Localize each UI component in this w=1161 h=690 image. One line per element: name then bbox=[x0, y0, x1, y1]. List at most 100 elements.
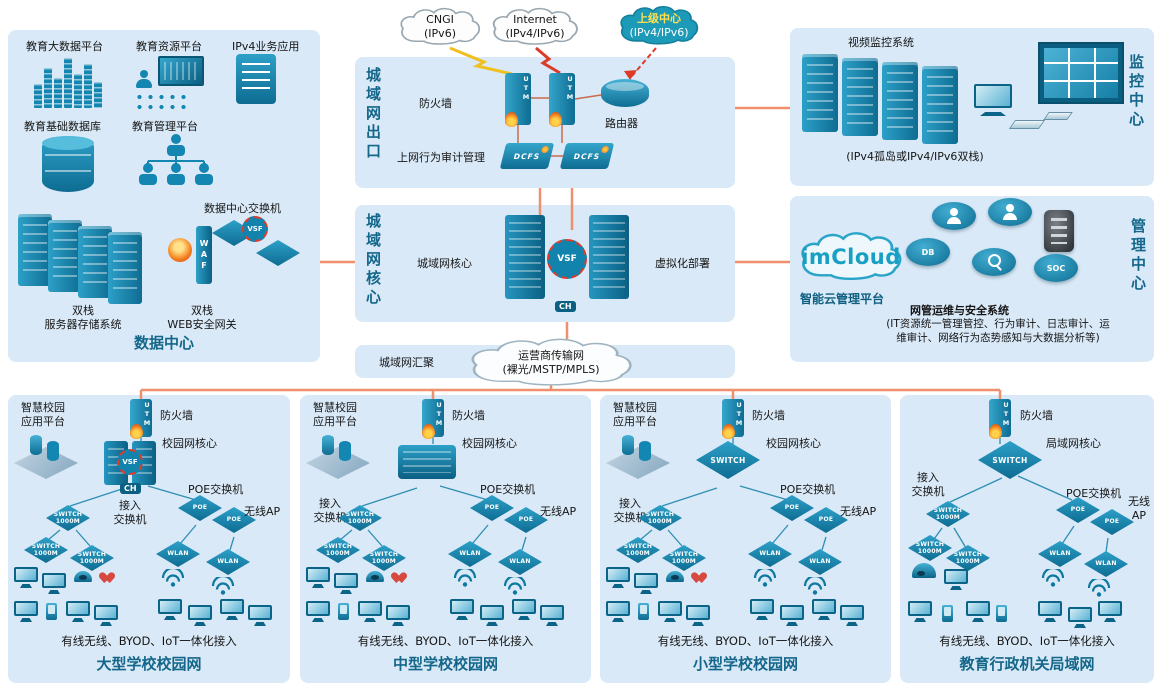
server-icon bbox=[78, 226, 112, 298]
access-switch-label: 接入交换机 bbox=[613, 497, 647, 524]
poe-text: POE bbox=[818, 516, 834, 524]
keyboard-icon bbox=[1043, 112, 1073, 120]
monitoring-panel: 视频监控系统 (IPv4孤岛或IPv4/IPv6双栈) 监控中心 bbox=[790, 28, 1154, 186]
app-platform-icon bbox=[14, 431, 78, 481]
poe-text: POE bbox=[1104, 518, 1120, 526]
campus-core-label: 校园网核心 bbox=[162, 437, 217, 450]
presentation-screen-icon bbox=[158, 56, 204, 86]
core-switch-icon bbox=[589, 215, 629, 299]
phone-icon bbox=[338, 603, 349, 620]
computer-icon bbox=[386, 605, 410, 626]
computer-icon bbox=[944, 569, 968, 590]
utm-label: UTM bbox=[435, 401, 443, 428]
computer-icon bbox=[634, 573, 658, 594]
utm-label: UTM bbox=[566, 75, 574, 102]
server-icon bbox=[18, 214, 52, 286]
poe-text: POE bbox=[1070, 506, 1086, 514]
upper-center-cloud: 上级中心(IPv4/IPv6) bbox=[616, 4, 702, 48]
lan-core-label: 局域网核心 bbox=[1046, 437, 1101, 450]
poe-text: POE bbox=[226, 516, 242, 524]
upper-line2: (IPv4/IPv6) bbox=[629, 26, 689, 39]
heart-icon bbox=[692, 571, 706, 583]
monitor-icon bbox=[974, 84, 1012, 116]
cngi-cloud: CNGI(IPv6) bbox=[396, 6, 484, 48]
imcloud-icon: imCloud bbox=[796, 230, 906, 284]
switch-text: SWITCH bbox=[710, 455, 746, 465]
computer-icon bbox=[966, 601, 990, 622]
server-icon bbox=[108, 232, 142, 304]
speed-text: 1000M bbox=[371, 558, 397, 565]
virtualization-label: 虚拟化部署 bbox=[655, 257, 710, 270]
campus-core-icon bbox=[398, 445, 456, 479]
poe-switch-label: POE交换机 bbox=[480, 483, 536, 496]
transport-line1: 运营商传输网 bbox=[518, 349, 584, 363]
wlan-text: WLAN bbox=[509, 558, 531, 566]
ch-badge: CH bbox=[120, 483, 141, 494]
waf-gateway-icon: WAF bbox=[196, 226, 212, 284]
recorder-server-icon bbox=[882, 62, 918, 140]
computer-icon bbox=[358, 601, 382, 622]
dual-stack-label: (IPv4孤岛或IPv4/IPv6双栈) bbox=[846, 150, 984, 163]
converged-access-label: 有线无线、BYOD、IoT一体化接入 bbox=[939, 634, 1115, 648]
poe-switch-icon: POE bbox=[470, 495, 514, 521]
poe-text: POE bbox=[518, 516, 534, 524]
computer-icon bbox=[840, 605, 864, 626]
mgmt-server-icon bbox=[1044, 210, 1074, 252]
speed-text: 1000M bbox=[55, 518, 81, 525]
wifi-icon bbox=[1086, 579, 1112, 597]
computer-icon bbox=[1098, 601, 1122, 622]
computer-icon bbox=[540, 605, 564, 626]
man-core-title: 城域网核心 bbox=[364, 213, 382, 308]
wifi-icon bbox=[752, 569, 778, 587]
phone-icon bbox=[638, 603, 649, 620]
management-title: 管理中心 bbox=[1129, 218, 1147, 294]
heart-icon bbox=[100, 571, 114, 583]
wlan-ap-icon: WLAN bbox=[1084, 551, 1128, 577]
smart-campus-label: 智慧校园应用平台 bbox=[613, 401, 657, 428]
poe-text: POE bbox=[784, 504, 800, 512]
vsf-badge: VSF bbox=[547, 239, 587, 279]
db-icon: DB bbox=[906, 238, 950, 266]
wlan-ap-icon: WLAN bbox=[1038, 541, 1082, 567]
campus-large-panel: 智慧校园应用平台 UTM 防火墙 VSF CH 校园网核心 POE交换机 接入交… bbox=[8, 395, 290, 683]
campus-core-icon: SWITCH bbox=[696, 441, 760, 479]
wireless-ap-label: 无线AP bbox=[540, 505, 577, 518]
poe-text: POE bbox=[484, 504, 500, 512]
audit-device-icon: DCFS bbox=[559, 143, 615, 169]
keyboard-icon bbox=[1008, 120, 1046, 129]
poe-text: POE bbox=[192, 504, 208, 512]
speed-text: 1000M bbox=[33, 550, 59, 557]
dc-switch-label: 数据中心交换机 bbox=[204, 202, 281, 215]
internet-line2: (IPv4/IPv6) bbox=[505, 27, 565, 40]
wlan-text: WLAN bbox=[1049, 550, 1071, 558]
speed-text: 1000M bbox=[325, 550, 351, 557]
lan-core-icon: SWITCH bbox=[978, 441, 1042, 479]
firewall-icon: UTM bbox=[989, 399, 1011, 439]
speed-text: 1000M bbox=[955, 558, 981, 565]
speed-text: 1000M bbox=[917, 548, 943, 555]
soc-text: SOC bbox=[1046, 263, 1066, 273]
app-platform-icon bbox=[606, 431, 670, 481]
access-switch-label: 接入交换机 bbox=[911, 471, 945, 498]
poe-switch-label: POE交换机 bbox=[780, 483, 836, 496]
ops-user-icon bbox=[932, 202, 976, 230]
recorder-server-icon bbox=[802, 54, 838, 132]
camera-icon bbox=[666, 571, 684, 582]
wlan-ap-icon: WLAN bbox=[798, 549, 842, 575]
wlan-ap-icon: WLAN bbox=[448, 541, 492, 567]
man-core-panel: 城域网核心 城域网核心 VSF CH 虚拟化部署 bbox=[355, 205, 735, 322]
core-switch-icon bbox=[505, 215, 545, 299]
firewall-icon: UTM bbox=[505, 73, 531, 127]
firewall-icon: UTM bbox=[130, 399, 152, 439]
phone-icon bbox=[996, 605, 1007, 622]
camera-icon bbox=[74, 571, 92, 582]
campus-core-label: 校园网核心 bbox=[766, 437, 821, 450]
campus-title: 中型学校校园网 bbox=[392, 655, 498, 673]
phone-icon bbox=[942, 605, 953, 622]
presenter-icon bbox=[136, 70, 152, 90]
